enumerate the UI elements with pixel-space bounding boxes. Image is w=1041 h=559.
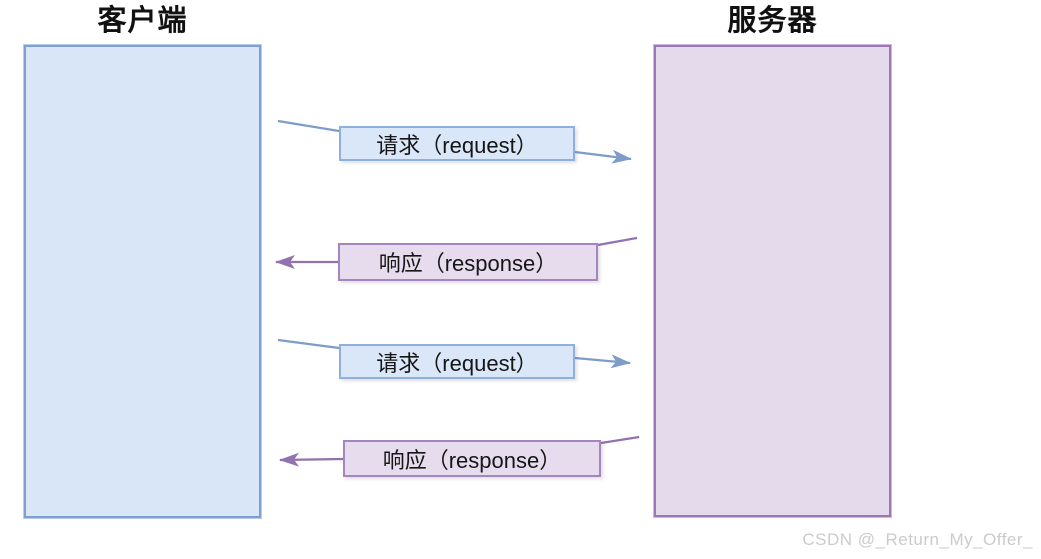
response-1-label-text: 响应（response） (378, 251, 558, 276)
server-box (654, 45, 891, 517)
client-title: 客户端 (97, 5, 188, 37)
server-title: 服务器 (727, 5, 818, 37)
response-1-line-from-server (597, 236, 638, 247)
response-2-arrow-to-client (279, 452, 344, 467)
client-box (24, 45, 261, 518)
request-2-arrow-to-server (574, 354, 631, 369)
request-1-label-text: 请求（request） (376, 132, 538, 158)
request-1-line-from-client (277, 119, 340, 133)
response-2-label-text: 响应（response） (382, 447, 562, 473)
response-2-label: 响应（response） (343, 440, 601, 477)
request-2-label: 请求（request） (339, 344, 575, 379)
request-2-label-text: 请求（request） (376, 350, 538, 376)
response-1-label: 响应（response） (338, 243, 598, 281)
request-2-line-from-client (277, 338, 340, 350)
csdn-watermark: CSDN @_Return_My_Offer_ (802, 530, 1033, 549)
response-2-line-from-server (600, 435, 640, 445)
request-1-label: 请求（request） (339, 126, 575, 161)
request-1-arrow-to-server (574, 149, 632, 164)
